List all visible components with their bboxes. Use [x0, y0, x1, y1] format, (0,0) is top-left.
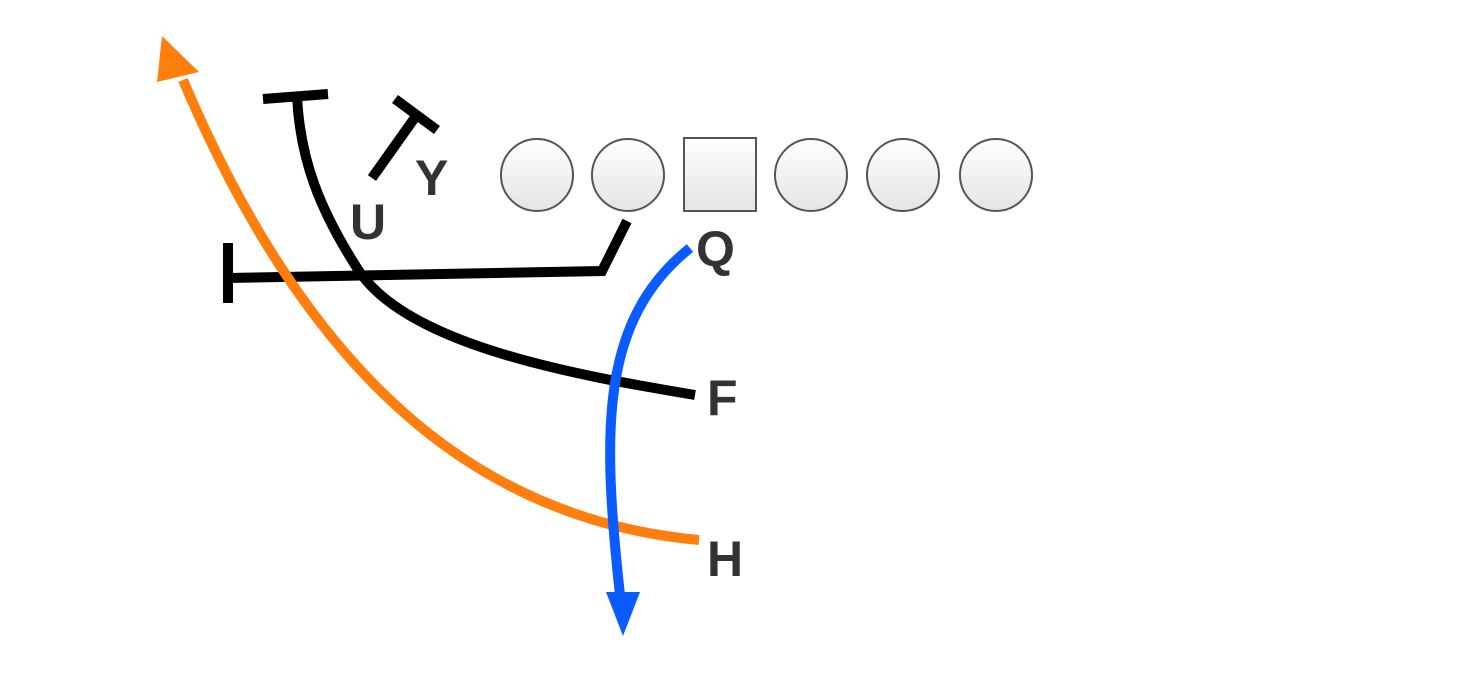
- player-label-f: F: [707, 370, 738, 426]
- q-route-line: [605, 244, 694, 596]
- lineman-right-tackle: [866, 138, 940, 212]
- t-bar-icon: [262, 89, 329, 104]
- center-square: [683, 137, 757, 212]
- q-route: [605, 244, 694, 636]
- player-label-h: H: [707, 531, 743, 587]
- lineman-right-guard: [774, 138, 848, 212]
- t-bar-icon: [392, 94, 440, 135]
- lineman-left-tackle: [500, 138, 574, 212]
- y-route-line: [367, 113, 421, 181]
- arrowhead-icon: [606, 592, 640, 636]
- u-route-line: [292, 95, 696, 400]
- y-block-route: [367, 94, 440, 181]
- arrowhead-icon: [157, 36, 199, 82]
- h-route: [157, 36, 700, 545]
- offensive-line: [500, 137, 1033, 212]
- u-block-route: [262, 89, 696, 400]
- lineman-right-end: [959, 138, 1033, 212]
- lineman-left-guard: [591, 138, 665, 212]
- h-route-line: [178, 78, 700, 545]
- player-label-q: Q: [696, 221, 735, 277]
- player-label-u: U: [350, 194, 386, 250]
- f-route-line: [227, 218, 632, 283]
- f-block-route: [223, 218, 632, 303]
- player-label-y: Y: [415, 150, 448, 206]
